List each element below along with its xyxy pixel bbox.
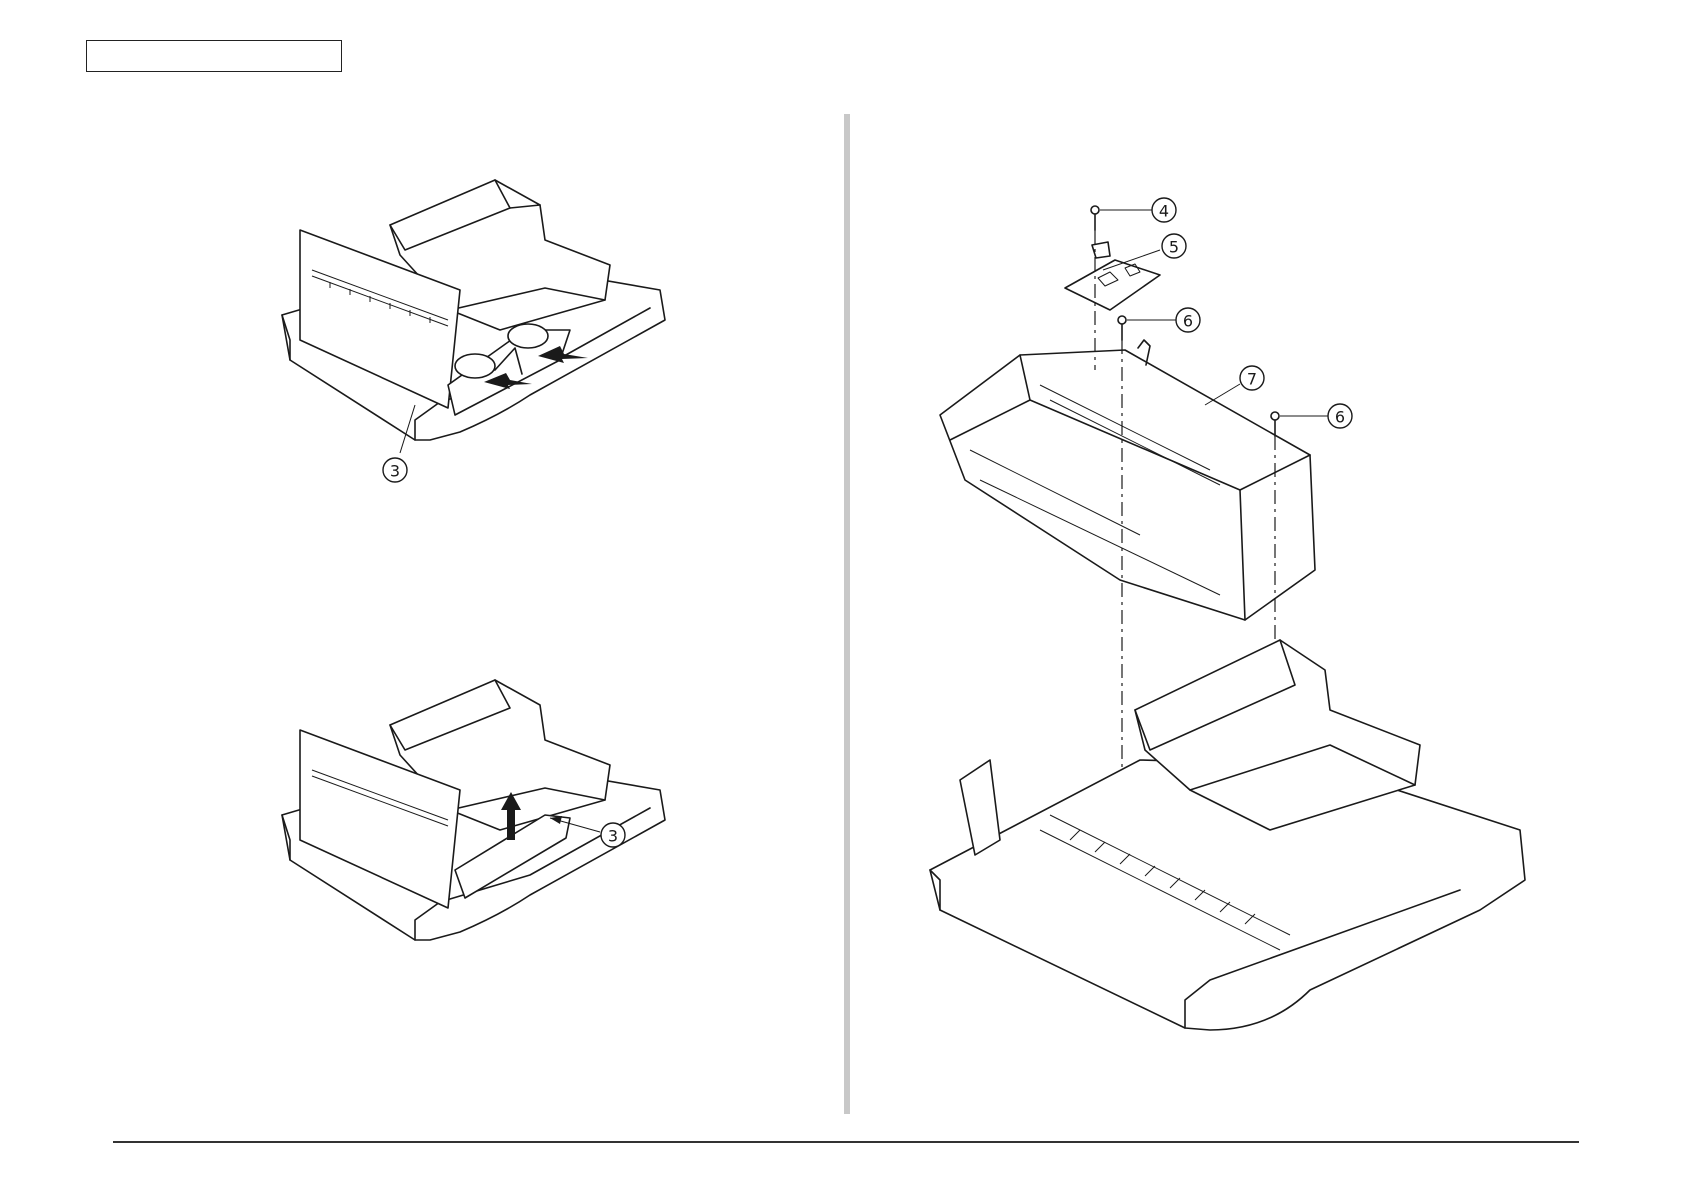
figure-lift-part: 3 <box>270 670 690 940</box>
svg-text:6: 6 <box>1335 408 1345 427</box>
column-divider <box>844 114 850 1114</box>
svg-text:3: 3 <box>608 827 618 846</box>
svg-text:6: 6 <box>1183 312 1193 331</box>
svg-text:3: 3 <box>390 462 400 481</box>
callout-4: 4 <box>1152 198 1176 222</box>
svg-text:7: 7 <box>1247 370 1257 389</box>
screw-6-right <box>1271 412 1279 436</box>
figure-exploded-view: 4 5 6 7 6 <box>920 190 1540 1040</box>
callout-5: 5 <box>1162 234 1186 258</box>
main-unit-7 <box>940 350 1315 620</box>
screw-6-upper <box>1118 316 1126 340</box>
callout-6-right: 6 <box>1328 404 1352 428</box>
svg-text:4: 4 <box>1159 202 1169 221</box>
callout-3-top: 3 <box>383 458 407 482</box>
header-title-box <box>86 40 342 72</box>
footer-rule <box>113 1141 1579 1143</box>
callout-7: 7 <box>1240 366 1264 390</box>
callout-6-upper: 6 <box>1176 308 1200 332</box>
svg-text:5: 5 <box>1169 238 1179 257</box>
release-tab-left <box>455 354 495 378</box>
callout-3-bottom: 3 <box>601 823 625 847</box>
circuit-board-5 <box>1065 260 1160 310</box>
figure-release-tabs: 3 <box>270 170 690 500</box>
screw-4 <box>1091 206 1099 230</box>
release-tab-right <box>508 324 548 348</box>
